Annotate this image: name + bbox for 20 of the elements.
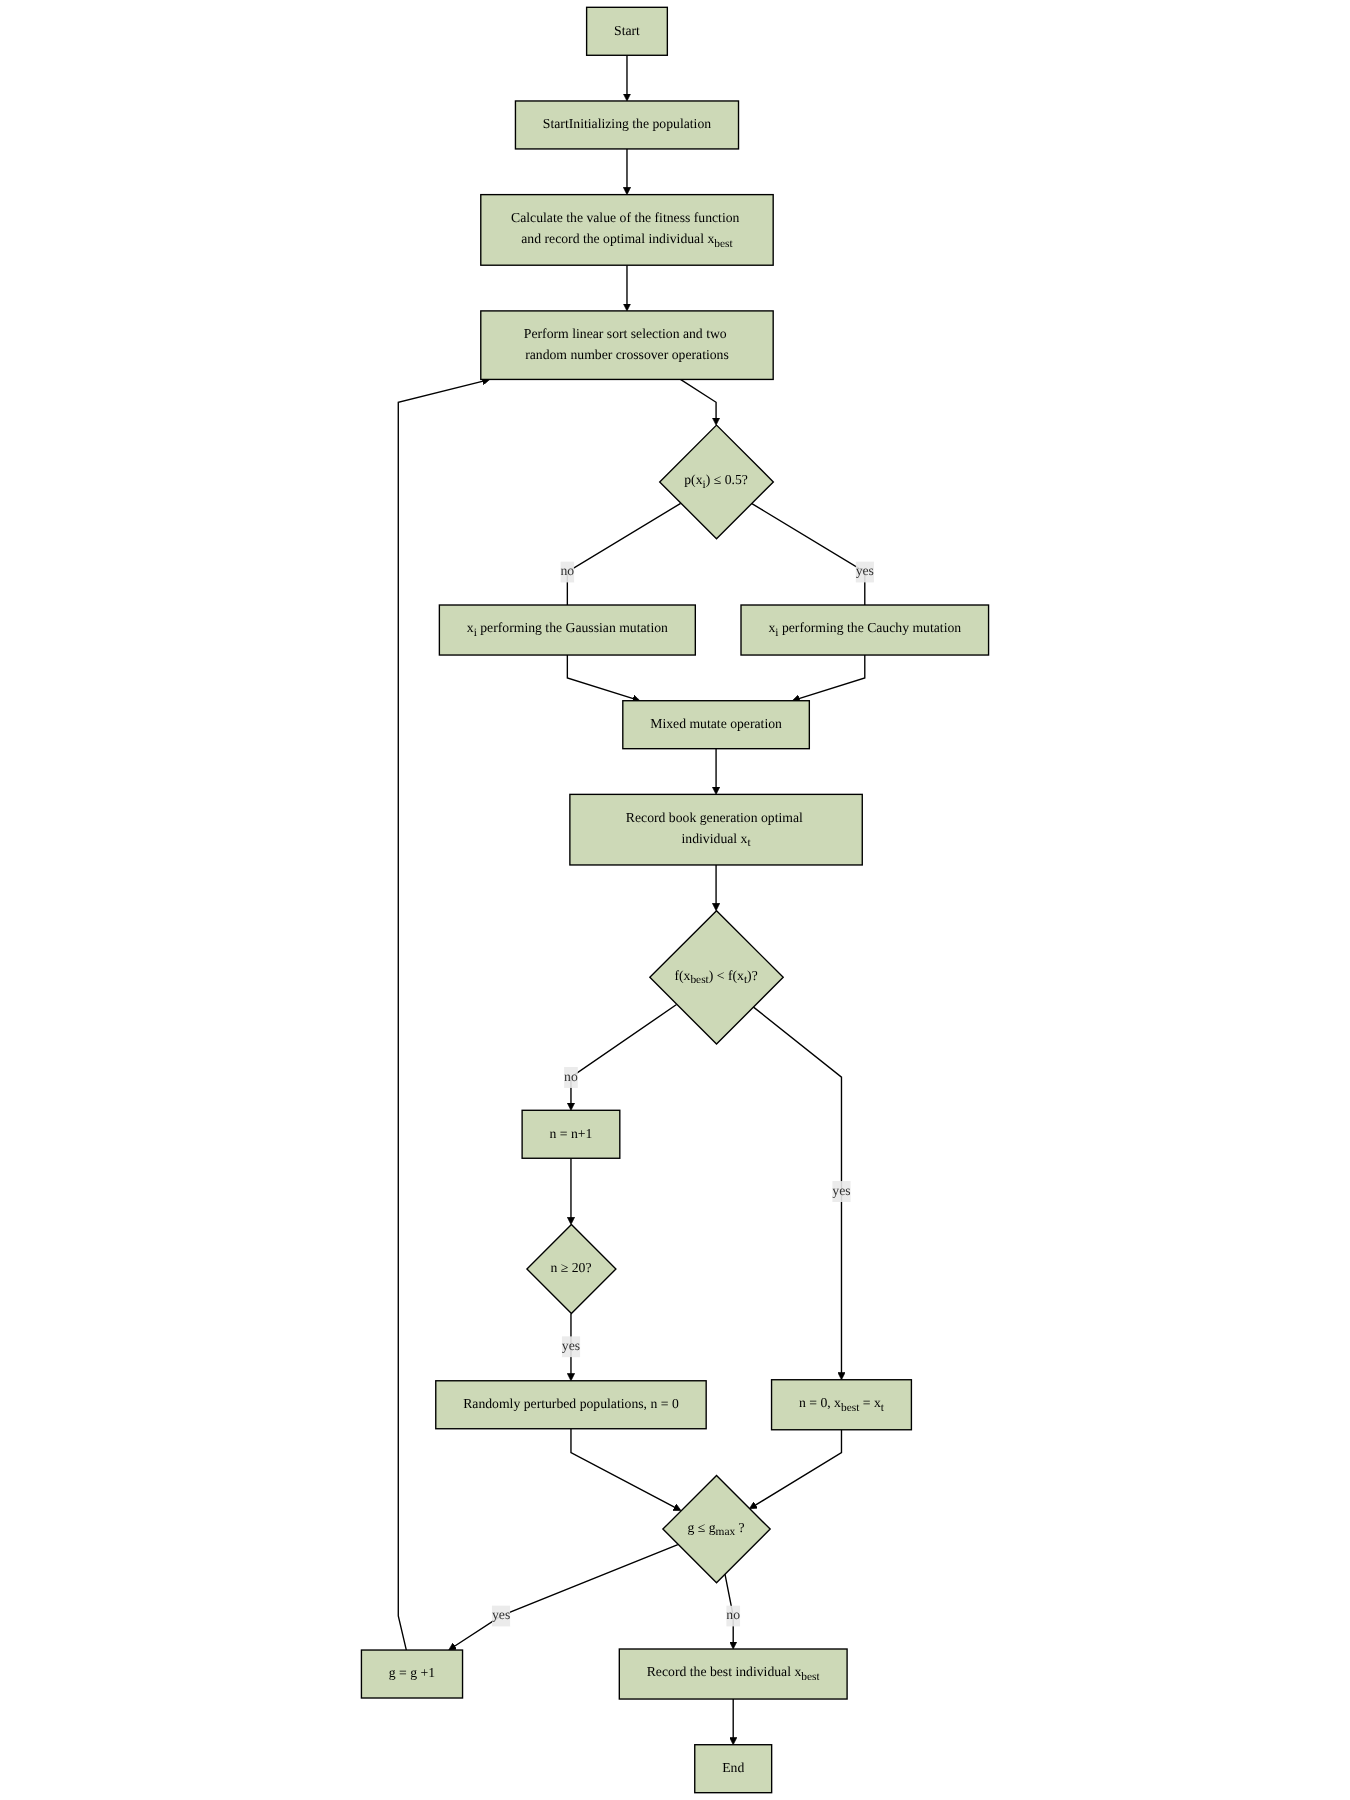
arrow bbox=[791, 654, 866, 703]
arrow bbox=[622, 148, 631, 195]
arrow bbox=[566, 1312, 575, 1382]
arrow bbox=[448, 1543, 679, 1651]
connector bbox=[566, 502, 682, 606]
arrow bbox=[712, 864, 721, 911]
arrow bbox=[566, 1157, 575, 1225]
arrow bbox=[724, 1573, 738, 1650]
arrow bbox=[622, 54, 631, 102]
arrow bbox=[566, 654, 641, 703]
connector bbox=[750, 502, 866, 606]
arrow bbox=[679, 378, 721, 426]
arrow bbox=[712, 748, 721, 795]
arrow bbox=[570, 1428, 682, 1511]
arrow bbox=[622, 264, 631, 312]
arrow bbox=[397, 377, 491, 1651]
arrow bbox=[749, 1429, 843, 1510]
arrow bbox=[752, 1006, 846, 1381]
arrow bbox=[566, 1003, 678, 1111]
arrow bbox=[729, 1698, 738, 1746]
